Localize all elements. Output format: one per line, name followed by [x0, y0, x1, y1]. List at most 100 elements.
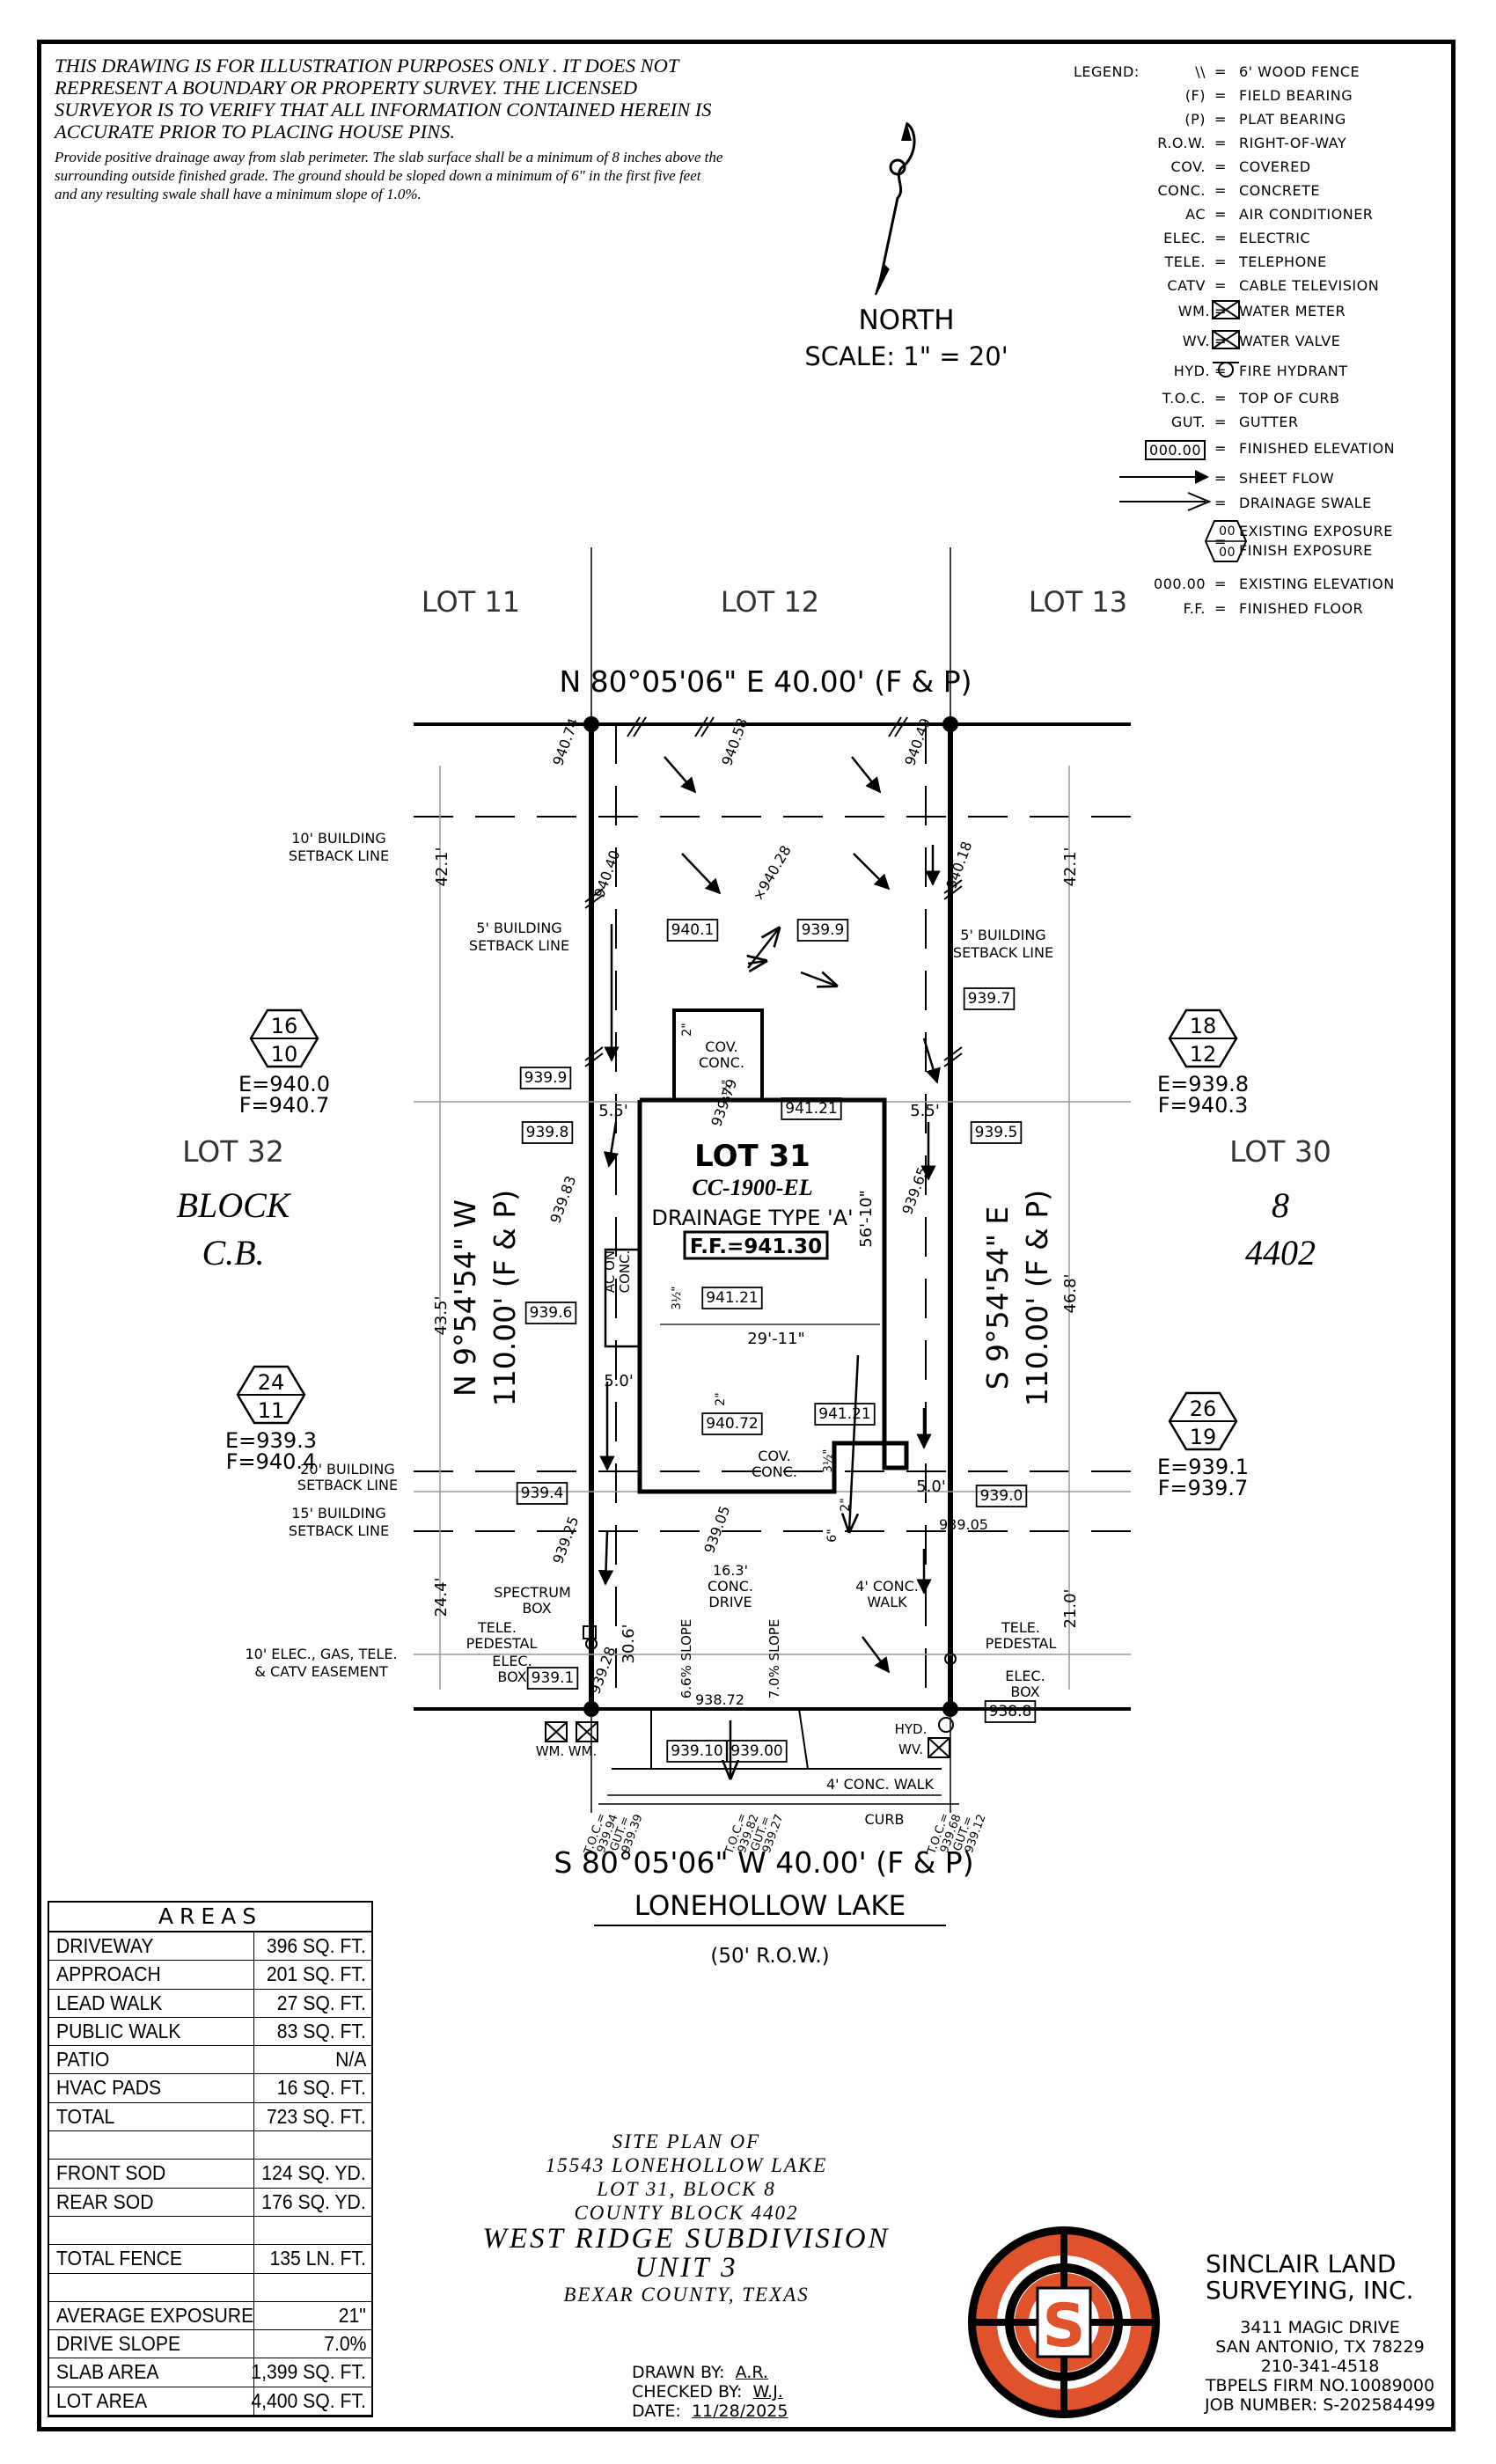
legend-item: ELEC.=ELECTRIC	[1163, 230, 1311, 246]
existing-elevation-tag: 939.05	[939, 1516, 988, 1533]
legend-abbr: WV.	[1182, 333, 1210, 349]
legend-desc: GUTTER	[1239, 414, 1299, 430]
legend-desc: FINISH EXPOSURE	[1239, 542, 1373, 559]
exposure-finish: 11	[258, 1398, 285, 1423]
legend-abbr: (F)	[1184, 87, 1206, 104]
finished-floor: F.F.=941.30	[690, 1236, 822, 1258]
swale-arrows	[730, 928, 860, 1778]
lot-13-label: LOT 13	[1029, 585, 1127, 619]
finished-elevation-tag: 939.9	[524, 1069, 568, 1087]
drawn-by-block: DRAWN BY: A.R. CHECKED BY: W.J. DATE: 11…	[632, 2363, 788, 2421]
area-name: PATIO	[56, 2048, 110, 2072]
area-value: 124 SQ. YD.	[261, 2161, 366, 2185]
dim-29-11: 29'-11"	[747, 1330, 805, 1348]
legend-desc: FINISHED FLOOR	[1239, 600, 1364, 617]
legend-title: LEGEND:	[1074, 63, 1140, 80]
finished-elevation-tag: 939.7	[968, 990, 1011, 1008]
setback-5-right: 5' BUILDING	[960, 927, 1045, 943]
company-name-1: SINCLAIR LAND	[1206, 2249, 1397, 2278]
existing-elevation-tag: ×940.28	[750, 842, 795, 904]
drainage-type: DRAINAGE TYPE 'A'	[651, 1206, 853, 1230]
area-value: 396 SQ. FT.	[267, 1934, 366, 1957]
lot-12-label: LOT 12	[721, 585, 819, 619]
hydrant-label: HYD.	[895, 1721, 928, 1737]
company-logo: S	[968, 2226, 1160, 2418]
block-label: BLOCK	[177, 1185, 292, 1225]
legend-desc: FIRE HYDRANT	[1239, 363, 1348, 379]
company-name-2: SURVEYING, INC.	[1206, 2276, 1414, 2305]
sheet-border	[37, 40, 1456, 2431]
title-line-2: 15543 LONEHOLLOW LAKE	[545, 2154, 828, 2176]
finished-elevation-tag: 939.5	[975, 1124, 1018, 1141]
finished-elevation: F=940.3	[1158, 1093, 1249, 1118]
legend-desc: SHEET FLOW	[1239, 470, 1335, 487]
legend-desc: WATER METER	[1239, 303, 1346, 319]
area-value: 201 SQ. FT.	[267, 1962, 366, 1986]
area-name: AVERAGE EXPOSURE	[56, 2303, 254, 2327]
legend-abbr: ELEC.	[1163, 230, 1206, 246]
title-line-4: COUNTY BLOCK 4402	[574, 2202, 799, 2224]
drive-label: CONC.	[708, 1578, 753, 1595]
finished-elevation-tag: 940.72	[706, 1415, 758, 1433]
legend-desc: RIGHT-OF-WAY	[1239, 135, 1347, 151]
exposure-finish: 19	[1190, 1425, 1217, 1449]
slope-label: 7.0% SLOPE	[766, 1619, 782, 1699]
legend-item: HYD.=FIRE HYDRANT	[1173, 362, 1348, 379]
dim-2in: 2"	[680, 1023, 694, 1036]
setback-10-label: 10' BUILDING	[291, 830, 386, 847]
finished-elevation-tag: 940.1	[671, 921, 715, 939]
setback-lines	[414, 724, 1131, 1709]
exposure-finish: 12	[1190, 1042, 1217, 1067]
disclaimer-text: THIS DRAWING IS FOR ILLUSTRATION PURPOSE…	[55, 55, 712, 143]
utility-symbols	[545, 1625, 957, 1758]
existing-elevation: E=939.1	[1157, 1455, 1249, 1479]
legend-abbr: AC	[1185, 206, 1206, 223]
cov-conc-label: COV.	[758, 1448, 790, 1464]
lot-11-label: LOT 11	[422, 585, 520, 619]
checked-value: W.J.	[752, 2382, 783, 2402]
finished-elevation-tag: 939.1	[532, 1669, 575, 1687]
legend-abbr: TELE.	[1164, 253, 1206, 270]
finished-elevation-tag: 941.21	[706, 1289, 758, 1307]
area-name: DRIVE SLOPE	[56, 2332, 181, 2356]
legend-item: T.O.C.=TOP OF CURB	[1162, 390, 1340, 407]
finished-elevation-tag: 941.21	[818, 1405, 870, 1423]
area-value: 176 SQ. YD.	[261, 2189, 366, 2213]
dim-3-5in: 3½"	[822, 1449, 835, 1473]
legend-item: COV.=COVERED	[1170, 158, 1311, 175]
svg-text:110.00' (F & P): 110.00' (F & P)	[488, 1190, 522, 1406]
tele-pedestal-left: TELE.	[477, 1619, 517, 1636]
area-name: LOT AREA	[56, 2388, 148, 2412]
finished-elevation-tag: 939.0	[980, 1487, 1023, 1505]
easement-label: & CATV EASEMENT	[254, 1663, 387, 1680]
area-name: TOTAL FENCE	[56, 2247, 183, 2270]
setback-20-label: SETBACK LINE	[297, 1477, 398, 1493]
area-name: PUBLIC WALK	[56, 2019, 181, 2042]
dim-3-5in: 3½"	[721, 1080, 734, 1104]
legend-abbr: CONC.	[1157, 182, 1206, 199]
finished-elevation-tag: 941.21	[785, 1100, 837, 1118]
dim-6in: 6"	[825, 1529, 840, 1542]
drawn-value: A.R.	[735, 2363, 768, 2382]
cov-conc-label: CONC.	[699, 1054, 744, 1071]
existing-elevation-tag: 939.25	[549, 1514, 582, 1566]
title-line-3: LOT 31, BLOCK 8	[597, 2178, 776, 2200]
dim-42-right: 42.1'	[1061, 847, 1080, 886]
legend-item: CATV=CABLE TELEVISION	[1167, 277, 1380, 294]
legend-desc: AIR CONDITIONER	[1239, 206, 1374, 223]
cov-conc-label: COV.	[705, 1038, 737, 1055]
legend-desc: WATER VALVE	[1239, 333, 1341, 349]
area-value: N/A	[334, 2048, 366, 2072]
legend-item: WV.=WATER VALVE	[1182, 330, 1341, 349]
title-line-5: WEST RIDGE SUBDIVISION	[482, 2223, 891, 2255]
area-name: LEAD WALK	[56, 1991, 163, 2014]
